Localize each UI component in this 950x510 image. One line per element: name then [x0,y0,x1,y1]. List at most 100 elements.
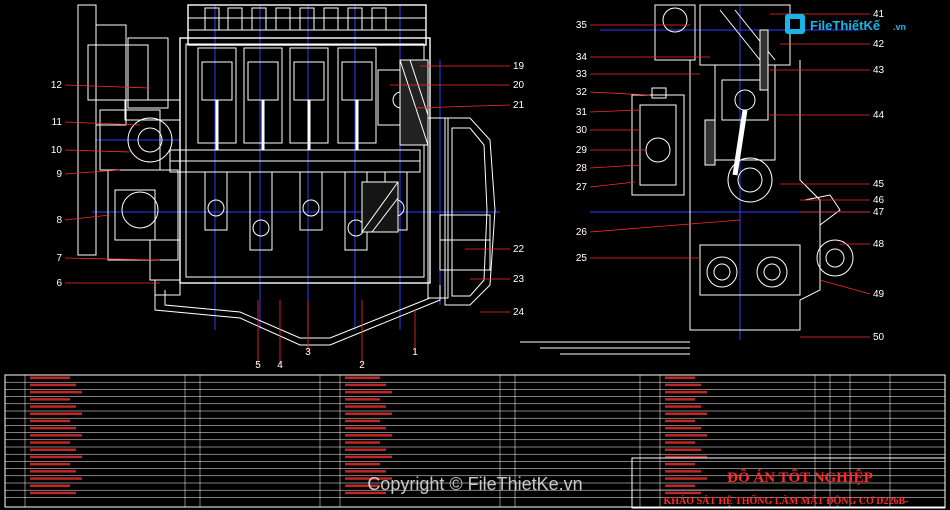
callout-number: 45 [873,179,885,190]
table-row [30,448,76,451]
copyright-watermark: Copyright © FileThietKe.vn [367,474,582,494]
site-logo: FileThiếtKế .vn [785,14,906,34]
title-block: ĐỒ ÁN TỐT NGHIỆP KHẢO SÁT HỆ THỐNG LÀM M… [631,457,946,509]
callout-number: 9 [56,169,62,180]
table-row [665,462,695,466]
transverse-section-view [520,4,870,355]
callout-number: 7 [56,253,62,264]
callout-number: 30 [576,125,588,136]
callout-number: 5 [255,360,261,371]
callout-number: 22 [513,244,525,255]
table-row [30,441,70,444]
table-row [345,376,380,379]
table-row [665,455,707,459]
table-row [30,434,82,437]
callout-number: 27 [576,182,588,193]
table-row [30,426,76,430]
callout-number: 19 [513,61,525,72]
leader-line [64,84,151,89]
table-row [665,376,695,379]
callout-number: 20 [513,80,525,91]
table-row [665,491,701,495]
callout-number: 49 [873,289,885,300]
table-row [345,491,386,495]
table-row [345,477,392,480]
table-row [665,405,701,408]
table-row [30,484,70,487]
table-row [665,426,701,430]
callout-number: 50 [873,332,885,343]
leader-line [589,91,651,96]
callout-number: 6 [56,278,62,289]
table-row [665,434,707,437]
table-row [665,441,695,444]
table-row [345,398,380,401]
table-row [30,491,76,495]
table-row [345,441,380,444]
leader-line [414,104,511,109]
leader-line [64,169,121,175]
leader-line [64,149,131,153]
table-row [345,484,380,487]
callout-number: 3 [305,347,311,358]
callout-number: 26 [576,227,588,238]
table-row [665,470,701,473]
table-row [30,419,70,423]
table-row [345,419,380,423]
table-row [30,462,70,466]
leader-line [589,219,741,233]
parts-list-table [4,374,946,508]
table-row [30,477,82,480]
table-row [345,412,392,415]
callout-number: 34 [576,52,588,63]
table-row [345,434,392,437]
watermark: Copyright © FileThietKe.vn [367,474,582,494]
callout-number: 11 [52,117,63,128]
table-row [30,470,76,473]
table-row [345,455,392,459]
table-row [30,376,70,379]
callout-number: 21 [513,100,525,111]
callout-number: 1 [412,347,418,358]
table-row [345,383,386,387]
table-row [665,390,707,394]
callout-number: 25 [576,253,588,264]
table-row [30,455,82,459]
leader-line [819,279,871,295]
drawing-title: ĐỒ ÁN TỐT NGHIỆP [727,468,873,486]
table-row [665,484,695,487]
longitudinal-section-view [77,4,500,346]
leader-line [589,109,641,113]
callout-number: 42 [873,39,885,50]
leader-line [589,181,636,188]
callout-number: 41 [873,9,885,20]
callout-number: 23 [513,274,525,285]
logo-text: FileThiếtKế [810,18,881,33]
leader-line [64,121,141,126]
callout-number: 47 [873,207,885,218]
table-row [665,448,701,451]
callout-number: 24 [513,307,525,318]
leader-lines [64,13,871,365]
callout-number: 35 [576,20,588,31]
callout-number: 2 [359,360,365,371]
table-row [345,390,392,394]
leader-line [589,164,641,169]
drawing-subtitle: KHẢO SÁT HỆ THỐNG LÀM MÁT ĐỘNG CƠ D226B- [663,494,908,507]
table-row [30,412,82,415]
table-row [665,477,707,480]
callout-number: 31 [576,107,588,118]
callout-number: 4 [277,360,283,371]
table-row [30,398,70,401]
table-row [345,462,380,466]
table-row [30,390,82,394]
leader-line [64,214,111,221]
callout-number: 33 [576,69,588,80]
leader-line [64,257,161,261]
callout-number: 32 [576,87,588,98]
table-row [665,398,695,401]
table-row [665,383,701,387]
